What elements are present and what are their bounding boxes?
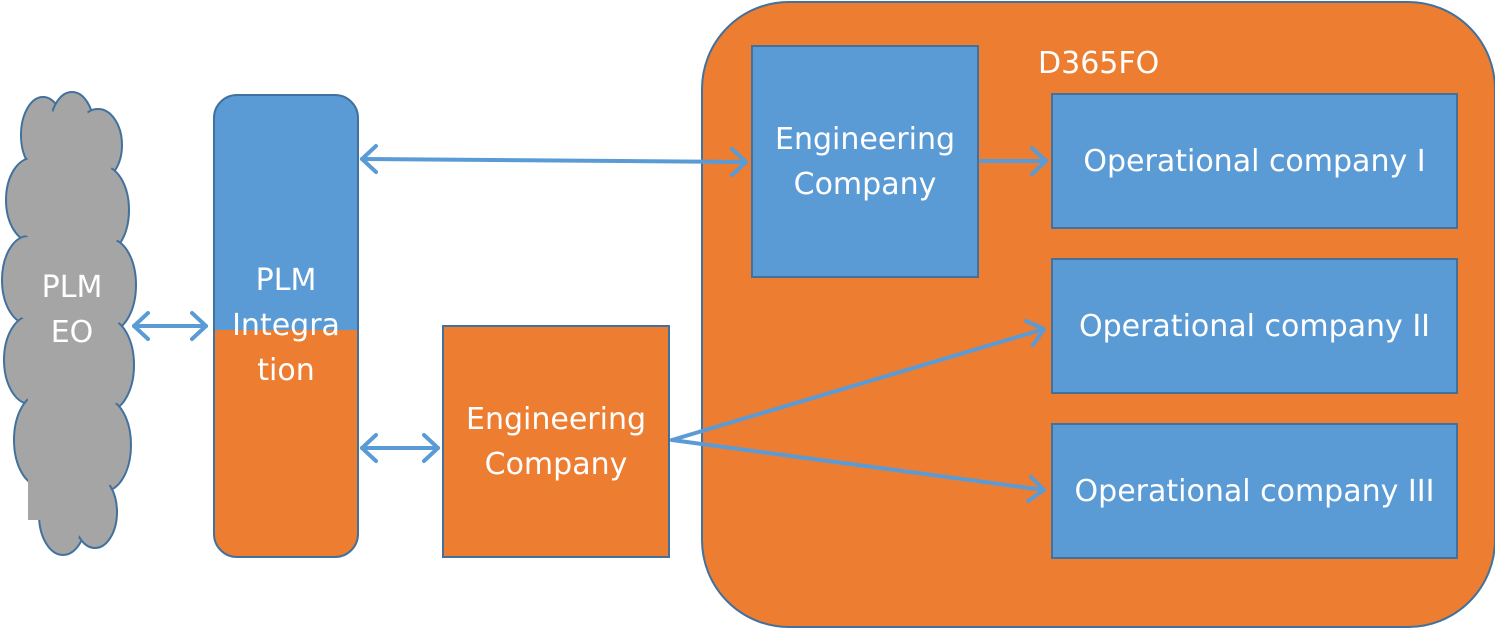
operational-company-3-label: Operational company III <box>1074 473 1435 509</box>
arrow-d365-engineering-to-op1 <box>979 146 1048 176</box>
arrow-lower-engineering-to-op2 <box>670 319 1046 442</box>
operational-company-1-label: Operational company I <box>1083 143 1426 179</box>
engineering-company-lower-line1: Engineering <box>466 401 646 437</box>
d365fo-title: D365FO <box>1038 46 1160 81</box>
plm-eo-label-line2: EO <box>50 315 94 350</box>
operational-company-1-box: Operational company I <box>1051 93 1458 229</box>
operational-company-2-box: Operational company II <box>1051 258 1458 394</box>
cloud-fill <box>6 97 132 550</box>
plm-eo-label-line1: PLM <box>41 270 103 305</box>
engineering-company-d365-box: Engineering Company <box>751 45 979 278</box>
engineering-company-d365-line1: Engineering <box>775 121 955 157</box>
arrow-plm-eo-to-integration <box>132 311 208 341</box>
arrow-lower-engineering-to-op3 <box>670 438 1046 503</box>
engineering-company-lower-line2: Company <box>484 446 628 482</box>
plm-eo-label: PLM EO <box>22 265 122 355</box>
engineering-company-d365-label: Engineering Company <box>775 117 955 207</box>
arrow-integration-to-lower-engineering <box>360 433 440 463</box>
plm-integration-label-line2: Integra <box>232 308 340 343</box>
engineering-company-lower-label: Engineering Company <box>466 397 646 487</box>
operational-company-2-label: Operational company II <box>1078 308 1431 344</box>
plm-integration-label-line3: tion <box>257 353 315 388</box>
operational-company-3-box: Operational company III <box>1051 423 1458 559</box>
engineering-company-d365-line2: Company <box>793 166 937 202</box>
engineering-company-lower-box: Engineering Company <box>442 325 670 558</box>
plm-integration-label: PLM Integra tion <box>213 258 359 393</box>
arrow-integration-to-d365-engineering <box>360 144 748 177</box>
plm-integration-box <box>213 94 359 558</box>
plm-integration-label-line1: PLM <box>255 263 317 298</box>
